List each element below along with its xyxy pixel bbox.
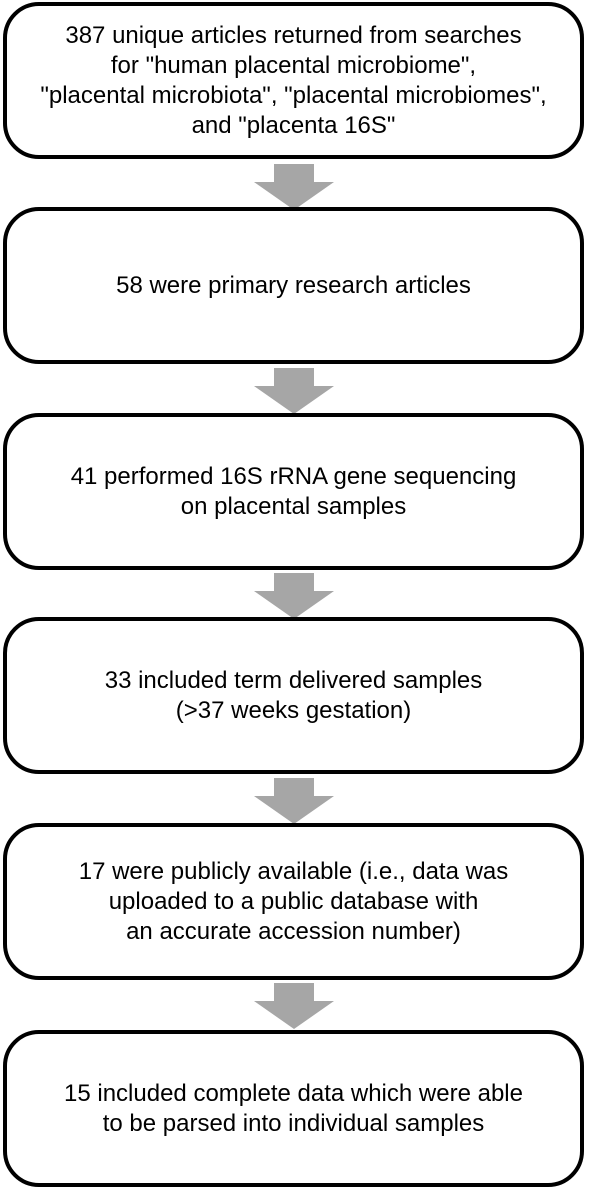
step-box-primary-research: 58 were primary research articles bbox=[3, 207, 584, 364]
step-text-search-results: 387 unique articles returned from search… bbox=[40, 21, 547, 139]
step-text-term-delivered: 33 included term delivered samples (>37 … bbox=[104, 666, 483, 724]
down-arrow-icon bbox=[254, 164, 334, 210]
step-box-16s-sequencing: 41 performed 16S rRNA gene sequencing on… bbox=[3, 413, 584, 570]
down-arrow-icon bbox=[254, 983, 334, 1029]
step-box-publicly-available: 17 were publicly available (i.e., data w… bbox=[3, 823, 584, 980]
step-box-search-results: 387 unique articles returned from search… bbox=[3, 2, 584, 159]
down-arrow-icon bbox=[254, 368, 334, 414]
step-text-publicly-available: 17 were publicly available (i.e., data w… bbox=[78, 857, 509, 945]
step-text-16s-sequencing: 41 performed 16S rRNA gene sequencing on… bbox=[70, 462, 517, 520]
down-arrow-icon bbox=[254, 573, 334, 619]
step-text-complete-data: 15 included complete data which were abl… bbox=[64, 1079, 523, 1137]
step-box-complete-data: 15 included complete data which were abl… bbox=[3, 1030, 584, 1187]
step-box-term-delivered: 33 included term delivered samples (>37 … bbox=[3, 617, 584, 774]
down-arrow-icon bbox=[254, 778, 334, 824]
step-text-primary-research: 58 were primary research articles bbox=[116, 271, 471, 299]
